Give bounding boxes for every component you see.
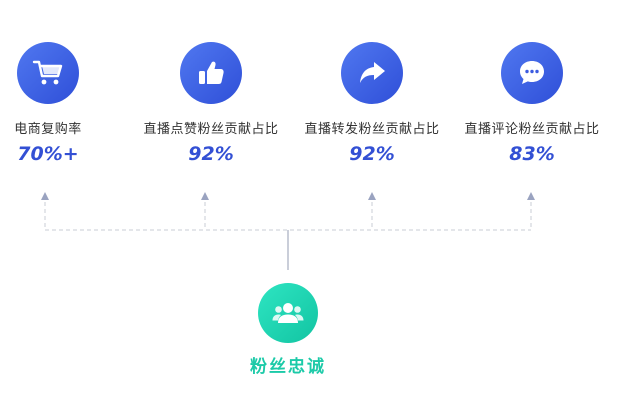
metric-value: 92% [188, 143, 234, 165]
metric-value: 92% [349, 143, 395, 165]
metric-icon-circle [501, 42, 563, 104]
shopping-cart-icon [32, 60, 63, 85]
metric-icon-circle [17, 42, 79, 104]
metric-icon-circle [180, 42, 242, 104]
metric-label: 直播转发粉丝贡献占比 [304, 122, 440, 137]
users-group-icon [272, 303, 304, 323]
arrow-head-3 [368, 192, 376, 200]
metric-value: 83% [509, 143, 555, 165]
fan-loyalty-label: 粉丝忠诚 [250, 357, 326, 377]
fan-loyalty-node [258, 283, 318, 343]
metric-value: 70%+ [17, 143, 79, 165]
arrow-head-4 [527, 192, 535, 200]
arrow-head-1 [41, 192, 49, 200]
metric-comments: 直播评论粉丝贡献占比 83% [452, 42, 612, 165]
metric-label: 直播评论粉丝贡献占比 [464, 122, 600, 137]
comment-bubble-icon [520, 61, 544, 84]
metric-shares: 直播转发粉丝贡献占比 92% [292, 42, 452, 165]
share-arrow-icon [360, 62, 385, 83]
thumbs-up-icon [199, 61, 224, 84]
arrow-head-2 [201, 192, 209, 200]
metric-repurchase: 电商复购率 70%+ [0, 42, 128, 165]
metric-label: 直播点赞粉丝贡献占比 [143, 122, 279, 137]
metric-likes: 直播点赞粉丝贡献占比 92% [131, 42, 291, 165]
metric-label: 电商复购率 [14, 122, 82, 137]
metric-icon-circle [341, 42, 403, 104]
